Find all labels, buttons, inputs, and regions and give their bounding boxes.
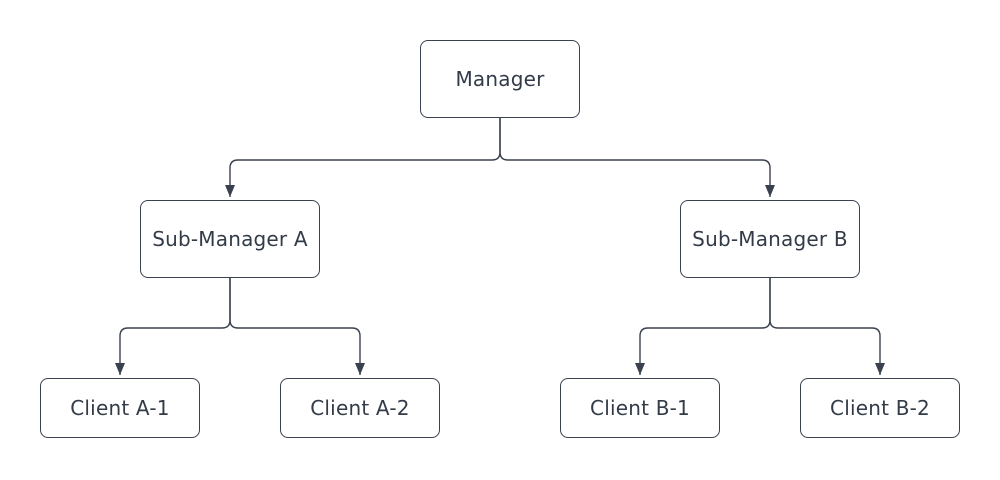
node-client-a1-label: Client A-1 bbox=[70, 396, 170, 420]
node-client-a2[interactable]: Client A-2 bbox=[280, 378, 440, 438]
node-client-a2-label: Client A-2 bbox=[310, 396, 410, 420]
node-sub-manager-a[interactable]: Sub-Manager A bbox=[140, 200, 320, 278]
edge-sub-a-to-client-a1 bbox=[115, 278, 231, 375]
node-client-b1-label: Client B-1 bbox=[590, 396, 690, 420]
edge-sub-a-to-client-a2 bbox=[229, 278, 365, 375]
edge-sub-b-to-client-b2 bbox=[769, 278, 885, 375]
edge-sub-b-to-client-b1 bbox=[635, 278, 771, 375]
node-manager-label: Manager bbox=[455, 67, 545, 91]
node-sub-manager-b-label: Sub-Manager B bbox=[692, 227, 848, 251]
node-client-b2-label: Client B-2 bbox=[830, 396, 930, 420]
node-manager[interactable]: Manager bbox=[420, 40, 580, 118]
node-client-a1[interactable]: Client A-1 bbox=[40, 378, 200, 438]
node-client-b2[interactable]: Client B-2 bbox=[800, 378, 960, 438]
node-client-b1[interactable]: Client B-1 bbox=[560, 378, 720, 438]
node-sub-manager-a-label: Sub-Manager A bbox=[152, 227, 308, 251]
edge-manager-to-sub-b bbox=[499, 118, 775, 197]
node-sub-manager-b[interactable]: Sub-Manager B bbox=[680, 200, 860, 278]
edge-manager-to-sub-a bbox=[225, 118, 501, 197]
